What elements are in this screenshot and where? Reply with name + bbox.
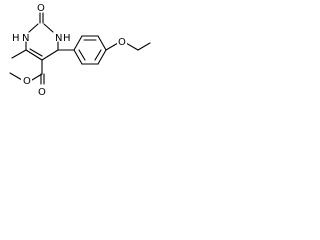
bond-ether-o-ch2 — [125, 42, 139, 51]
atom-ether-o: O — [118, 37, 126, 48]
bond-ph-6-1 — [73, 49, 83, 65]
bond-c5-c4 — [41, 49, 59, 61]
bond-ph-4-5 — [97, 49, 107, 65]
bond-ch2-ch3 — [137, 42, 151, 51]
atom-ester-o-methoxy: O — [23, 76, 31, 87]
bond-c2-n3 — [43, 23, 54, 33]
bond-n1-c2 — [28, 23, 39, 33]
bond-ph-inner-c — [78, 49, 86, 61]
atom-n3-h: H — [63, 33, 71, 44]
bond-o-methyl — [9, 72, 23, 81]
bond-ph-1-2 — [73, 35, 83, 51]
atom-labels: O H N N H O O O — [12, 3, 127, 98]
label-bg-ester-o-methoxy — [21, 75, 32, 86]
atom-carbonyl-o: O — [37, 3, 45, 14]
atom-n1-h: H — [12, 33, 20, 44]
bond-c6-methyl — [11, 49, 27, 59]
bond-ph-ether-o — [105, 42, 119, 51]
bond-ester-c-o-single — [31, 73, 43, 81]
bond-c6-c5-double — [29, 48, 43, 57]
atom-n3: N — [55, 33, 62, 44]
atom-ester-o-carbonyl: O — [38, 87, 46, 98]
label-bg-ether-o — [117, 36, 127, 47]
bond-c6-c5 — [25, 49, 43, 61]
molecule-diagram: O H N N H O O O — [9, 3, 151, 98]
bonds — [9, 12, 151, 85]
bond-ph-inner-b — [94, 49, 102, 61]
bond-ph-3-4 — [97, 35, 107, 51]
atom-n1: N — [22, 33, 29, 44]
